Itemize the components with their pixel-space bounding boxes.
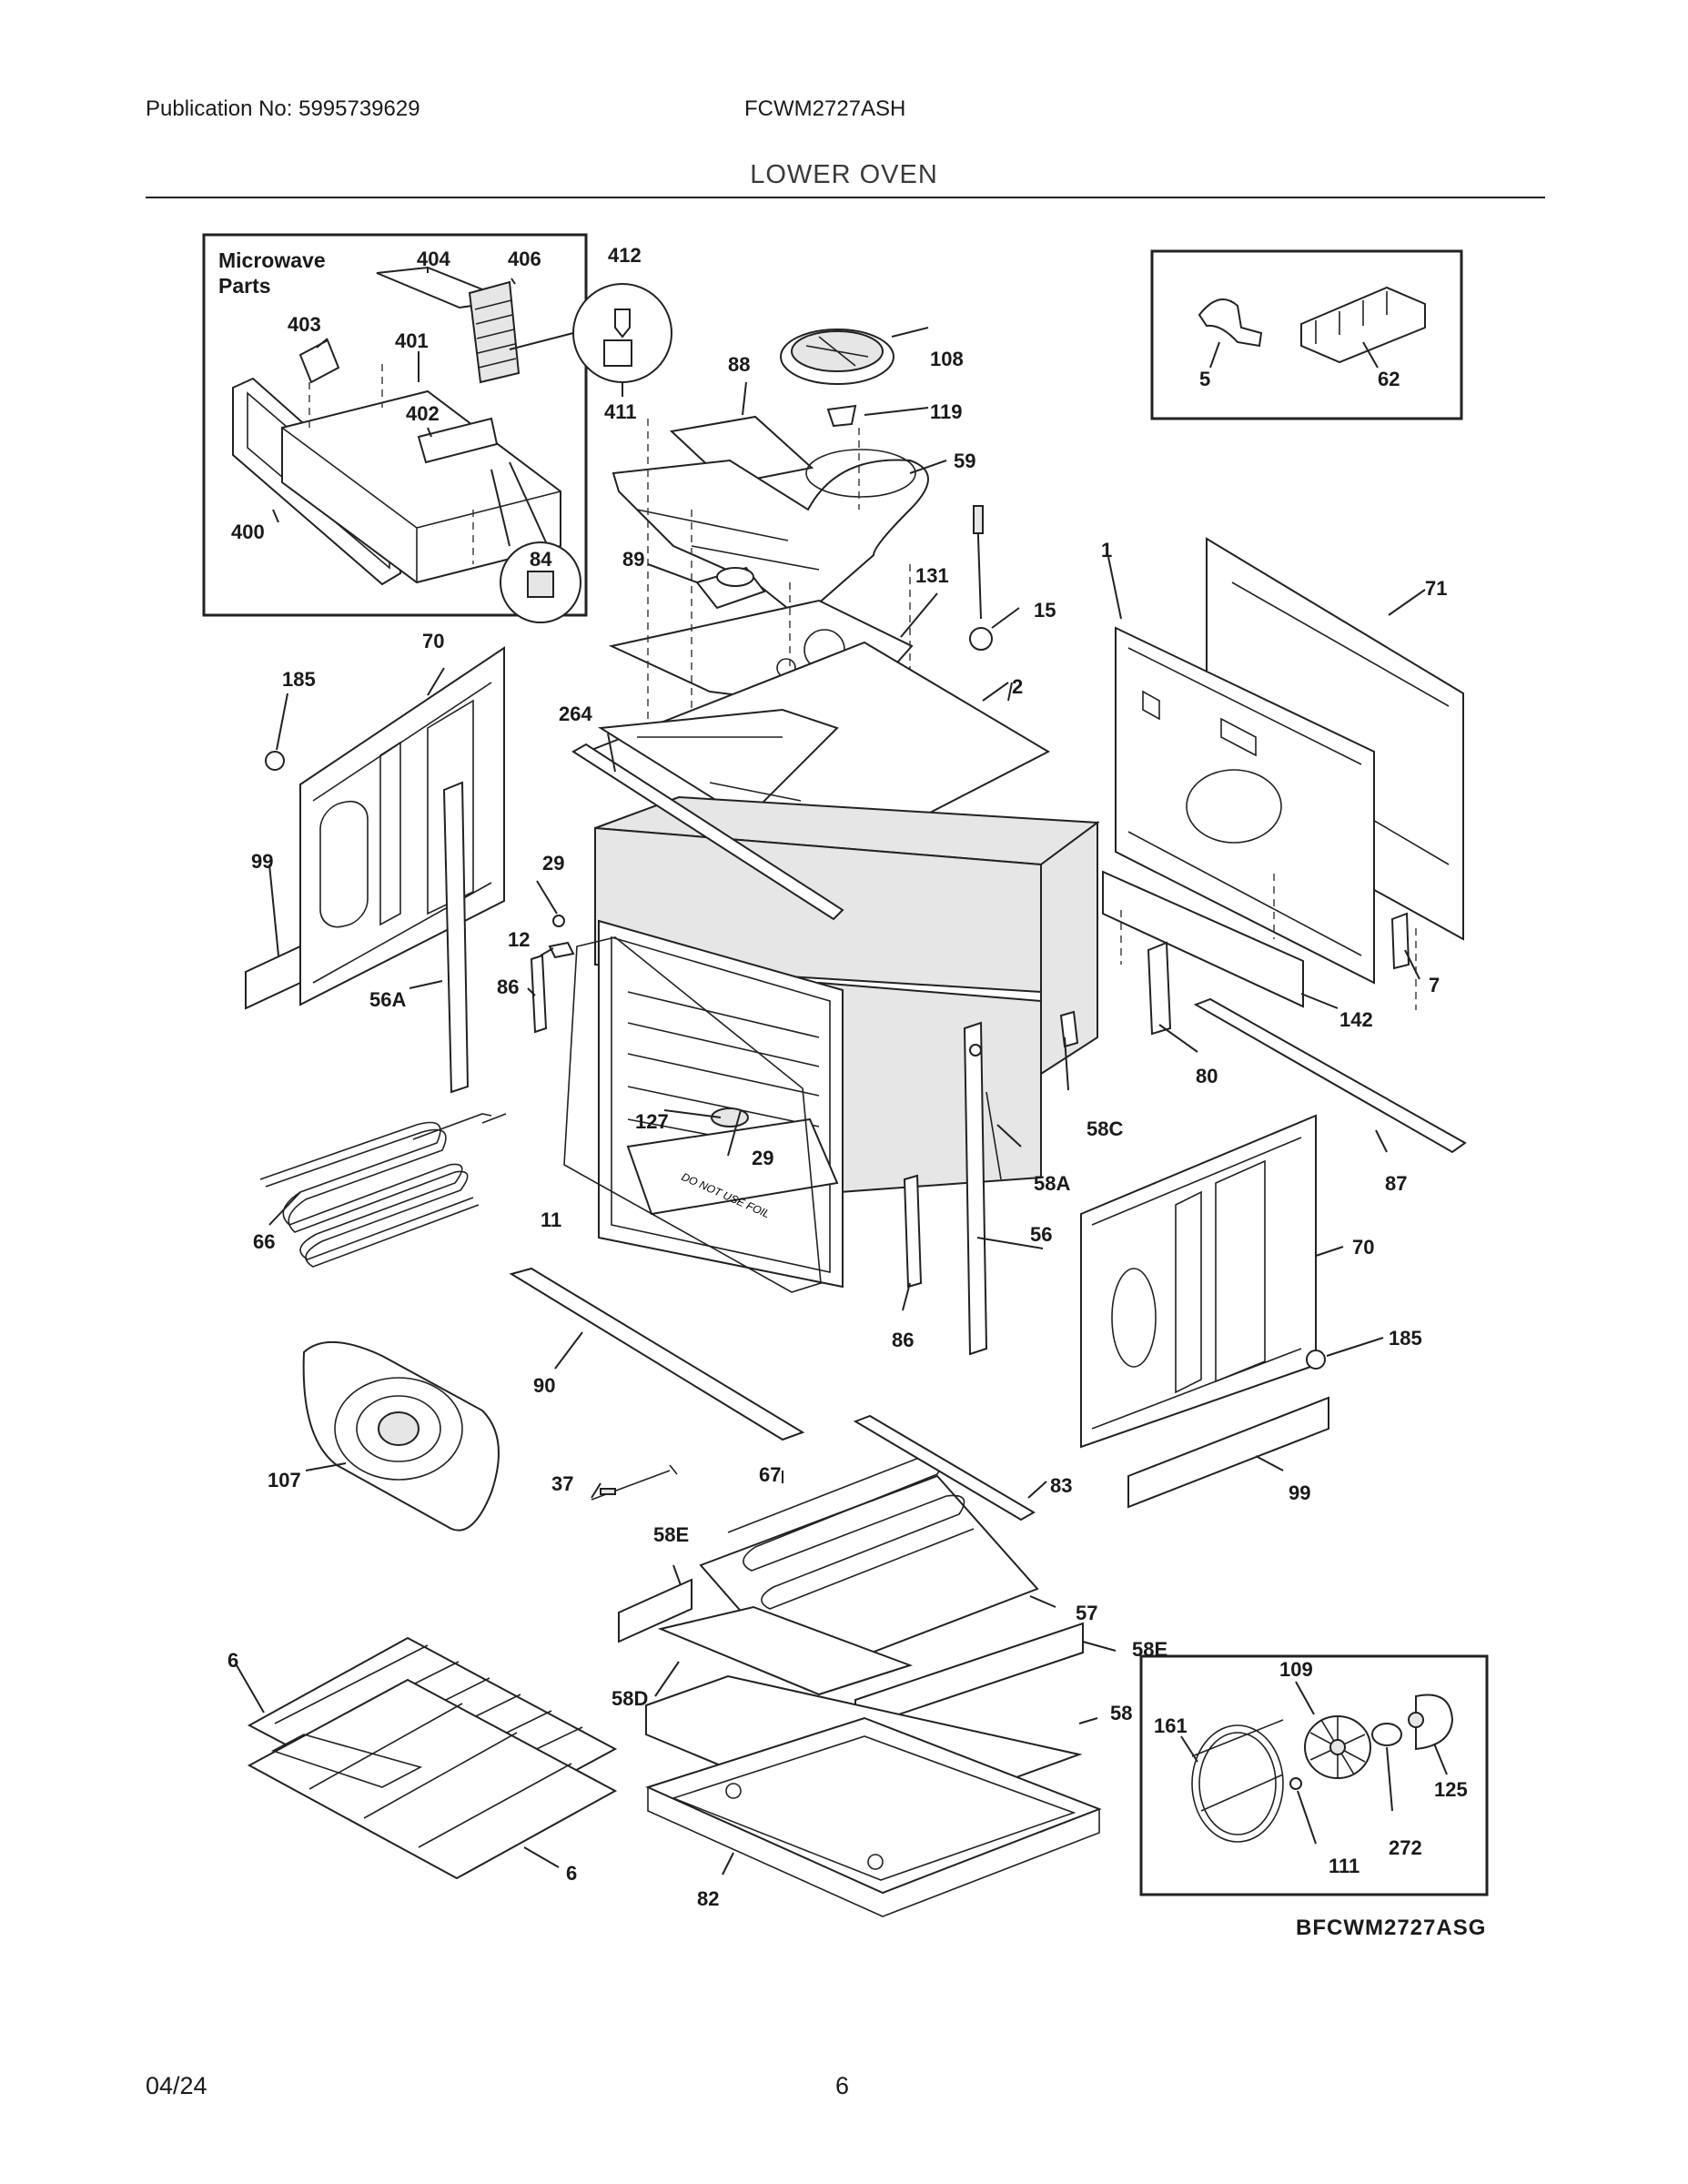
callout-403: 403 bbox=[288, 313, 321, 336]
model-number: FCWM2727ASH bbox=[744, 96, 906, 121]
callout-87: 87 bbox=[1385, 1172, 1407, 1195]
callout-185a: 185 bbox=[282, 668, 316, 691]
clips-inset: 5 62 bbox=[1150, 249, 1463, 420]
publication-number: Publication No: 5995739629 bbox=[146, 96, 420, 121]
page-number: 6 bbox=[835, 2072, 850, 2099]
publication-date: 04/24 bbox=[146, 2072, 207, 2099]
callout-83: 83 bbox=[1050, 1474, 1072, 1497]
callout-400: 400 bbox=[231, 521, 265, 543]
callout-62: 62 bbox=[1378, 368, 1400, 390]
callout-67: 67 bbox=[759, 1463, 781, 1486]
oven-cavity: DO NOT USE FOIL bbox=[527, 733, 1100, 1356]
oven-racks bbox=[236, 1636, 618, 1880]
callout-37: 37 bbox=[551, 1472, 573, 1495]
callout-58C: 58C bbox=[1087, 1117, 1123, 1140]
callout-82: 82 bbox=[697, 1887, 719, 1910]
convection-fan-inset: 109 161 125 272 111 bbox=[1139, 1654, 1489, 1896]
callout-29b: 29 bbox=[752, 1147, 773, 1169]
callout-59: 59 bbox=[954, 450, 975, 472]
bake-element bbox=[259, 1113, 507, 1268]
callout-labels: 88 108 119 59 89 131 15 1 71 2 70 185 26… bbox=[227, 348, 1486, 1940]
callout-109: 109 bbox=[1279, 1658, 1313, 1681]
diagram-code: BFCWM2727ASG bbox=[1296, 1916, 1486, 1940]
microwave-inset-title: Microwave bbox=[218, 248, 326, 272]
callout-185b: 185 bbox=[1389, 1327, 1422, 1350]
callout-66: 66 bbox=[253, 1230, 275, 1253]
callout-58: 58 bbox=[1110, 1702, 1132, 1724]
callout-71: 71 bbox=[1425, 577, 1447, 600]
callout-411: 411 bbox=[604, 400, 637, 423]
callout-58D: 58D bbox=[612, 1687, 648, 1710]
callout-119: 119 bbox=[930, 400, 963, 423]
callout-6-lower: 6 bbox=[566, 1862, 577, 1885]
callout-99b: 99 bbox=[1289, 1481, 1310, 1504]
callout-402: 402 bbox=[406, 402, 440, 425]
callout-107: 107 bbox=[268, 1469, 301, 1491]
right-side-panel bbox=[1080, 1114, 1384, 1509]
callout-412: 412 bbox=[608, 244, 642, 267]
callout-401: 401 bbox=[395, 329, 429, 352]
callout-56: 56 bbox=[1030, 1223, 1052, 1246]
callout-56A: 56A bbox=[369, 988, 406, 1011]
callout-127: 127 bbox=[635, 1110, 669, 1133]
callout-70b: 70 bbox=[1352, 1236, 1374, 1259]
callout-58E-lower: 58E bbox=[1132, 1638, 1167, 1661]
callout-88: 88 bbox=[728, 353, 750, 376]
callout-12: 12 bbox=[508, 928, 530, 951]
bottom-tray bbox=[645, 1716, 1102, 1917]
callout-57: 57 bbox=[1076, 1602, 1097, 1624]
top-panel bbox=[580, 641, 1051, 875]
callout-111: 111 bbox=[1329, 1855, 1359, 1877]
microwave-parts-inset: Microwave Parts 404 406 412 403 401 4 bbox=[202, 233, 672, 623]
callout-161: 161 bbox=[1154, 1714, 1188, 1737]
callout-272: 272 bbox=[1389, 1836, 1422, 1859]
callout-404: 404 bbox=[417, 248, 450, 270]
callout-29a: 29 bbox=[542, 852, 564, 875]
callout-125: 125 bbox=[1434, 1778, 1468, 1801]
callout-7: 7 bbox=[1429, 974, 1440, 996]
callout-70a: 70 bbox=[422, 630, 444, 652]
microwave-inset-title-2: Parts bbox=[218, 274, 271, 298]
callout-406: 406 bbox=[508, 248, 541, 270]
callout-5: 5 bbox=[1199, 368, 1210, 390]
callout-6-upper: 6 bbox=[227, 1649, 238, 1672]
header-divider bbox=[146, 197, 1545, 198]
callout-131: 131 bbox=[915, 564, 949, 587]
front-trim bbox=[509, 1267, 805, 1441]
callout-58E-upper: 58E bbox=[653, 1523, 689, 1546]
callout-58A: 58A bbox=[1034, 1172, 1070, 1195]
callout-11: 11 bbox=[541, 1208, 561, 1231]
left-side-panel bbox=[245, 646, 505, 1094]
callout-90: 90 bbox=[533, 1374, 555, 1397]
back-panel-assembly bbox=[1007, 537, 1467, 1154]
section-title: LOWER OVEN bbox=[750, 160, 938, 189]
callout-142: 142 bbox=[1339, 1008, 1373, 1031]
callout-86b: 86 bbox=[892, 1329, 914, 1351]
callout-1: 1 bbox=[1101, 539, 1112, 561]
convection-cover bbox=[302, 1341, 500, 1532]
callout-89: 89 bbox=[622, 548, 644, 571]
callout-2: 2 bbox=[1012, 675, 1023, 698]
callout-80: 80 bbox=[1196, 1065, 1218, 1087]
callout-15: 15 bbox=[1034, 599, 1056, 622]
callout-84: 84 bbox=[530, 548, 552, 571]
callout-99a: 99 bbox=[251, 850, 273, 873]
callout-264: 264 bbox=[559, 703, 592, 725]
callout-86a: 86 bbox=[497, 976, 519, 998]
callout-108: 108 bbox=[930, 348, 964, 370]
